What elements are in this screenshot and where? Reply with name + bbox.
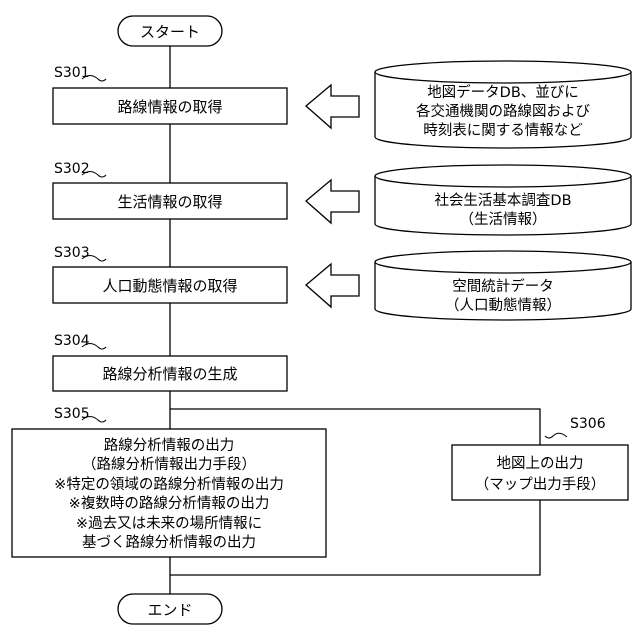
step-label: 基づく路線分析情報の出力 [82,534,256,551]
step-id: S306 [570,416,606,432]
step-label: 路線分析情報の生成 [102,365,237,383]
step-label: 人口動態情報の取得 [102,277,237,295]
step-id: S305 [54,406,90,422]
start-label: スタート [140,23,200,41]
input-arrow-1 [306,85,359,128]
start-terminal: スタート [118,16,222,46]
end-terminal: エンド [118,594,222,624]
step-label: ※特定の領域の路線分析情報の出力 [54,476,284,493]
database-cylinder-2: 社会生活基本調査DB （生活情報） [375,165,631,235]
database-label: 社会生活基本調査DB [434,192,571,209]
step-id: S303 [54,245,90,261]
database-label: 空間統計データ [452,277,554,295]
step-id: S302 [54,161,90,177]
database-label: 各交通機関の路線図および [416,102,590,120]
step-label: 路線分析情報の出力 [104,437,235,454]
database-label: （人口動態情報） [445,297,561,314]
input-arrow-3 [306,264,359,307]
step-label: ※過去又は未来の場所情報に [76,515,262,532]
step-label: ※複数時の路線分析情報の出力 [69,495,270,512]
end-label: エンド [147,601,192,619]
input-arrow-2 [306,180,359,223]
database-label: 時刻表に関する情報など [423,122,583,139]
step-label: 地図上の出力 [497,455,584,472]
step-label: （路線分析情報出力手段） [82,456,256,473]
database-cylinder-1: 地図データDB、並びに 各交通機関の路線図および 時刻表に関する情報など [375,61,631,148]
database-cylinder-3: 空間統計データ （人口動態情報） [375,251,631,320]
step-label: 生活情報の取得 [117,193,222,211]
database-label: 地図データDB、並びに [427,83,579,101]
step-id: S301 [54,65,90,81]
step-label: 路線情報の取得 [117,98,222,116]
step-id: S304 [54,333,90,349]
step-s305: S305 路線分析情報の出力 （路線分析情報出力手段） ※特定の領域の路線分析情… [12,406,326,557]
database-label: （生活情報） [460,211,547,228]
step-label: （マップ出力手段） [475,476,606,493]
